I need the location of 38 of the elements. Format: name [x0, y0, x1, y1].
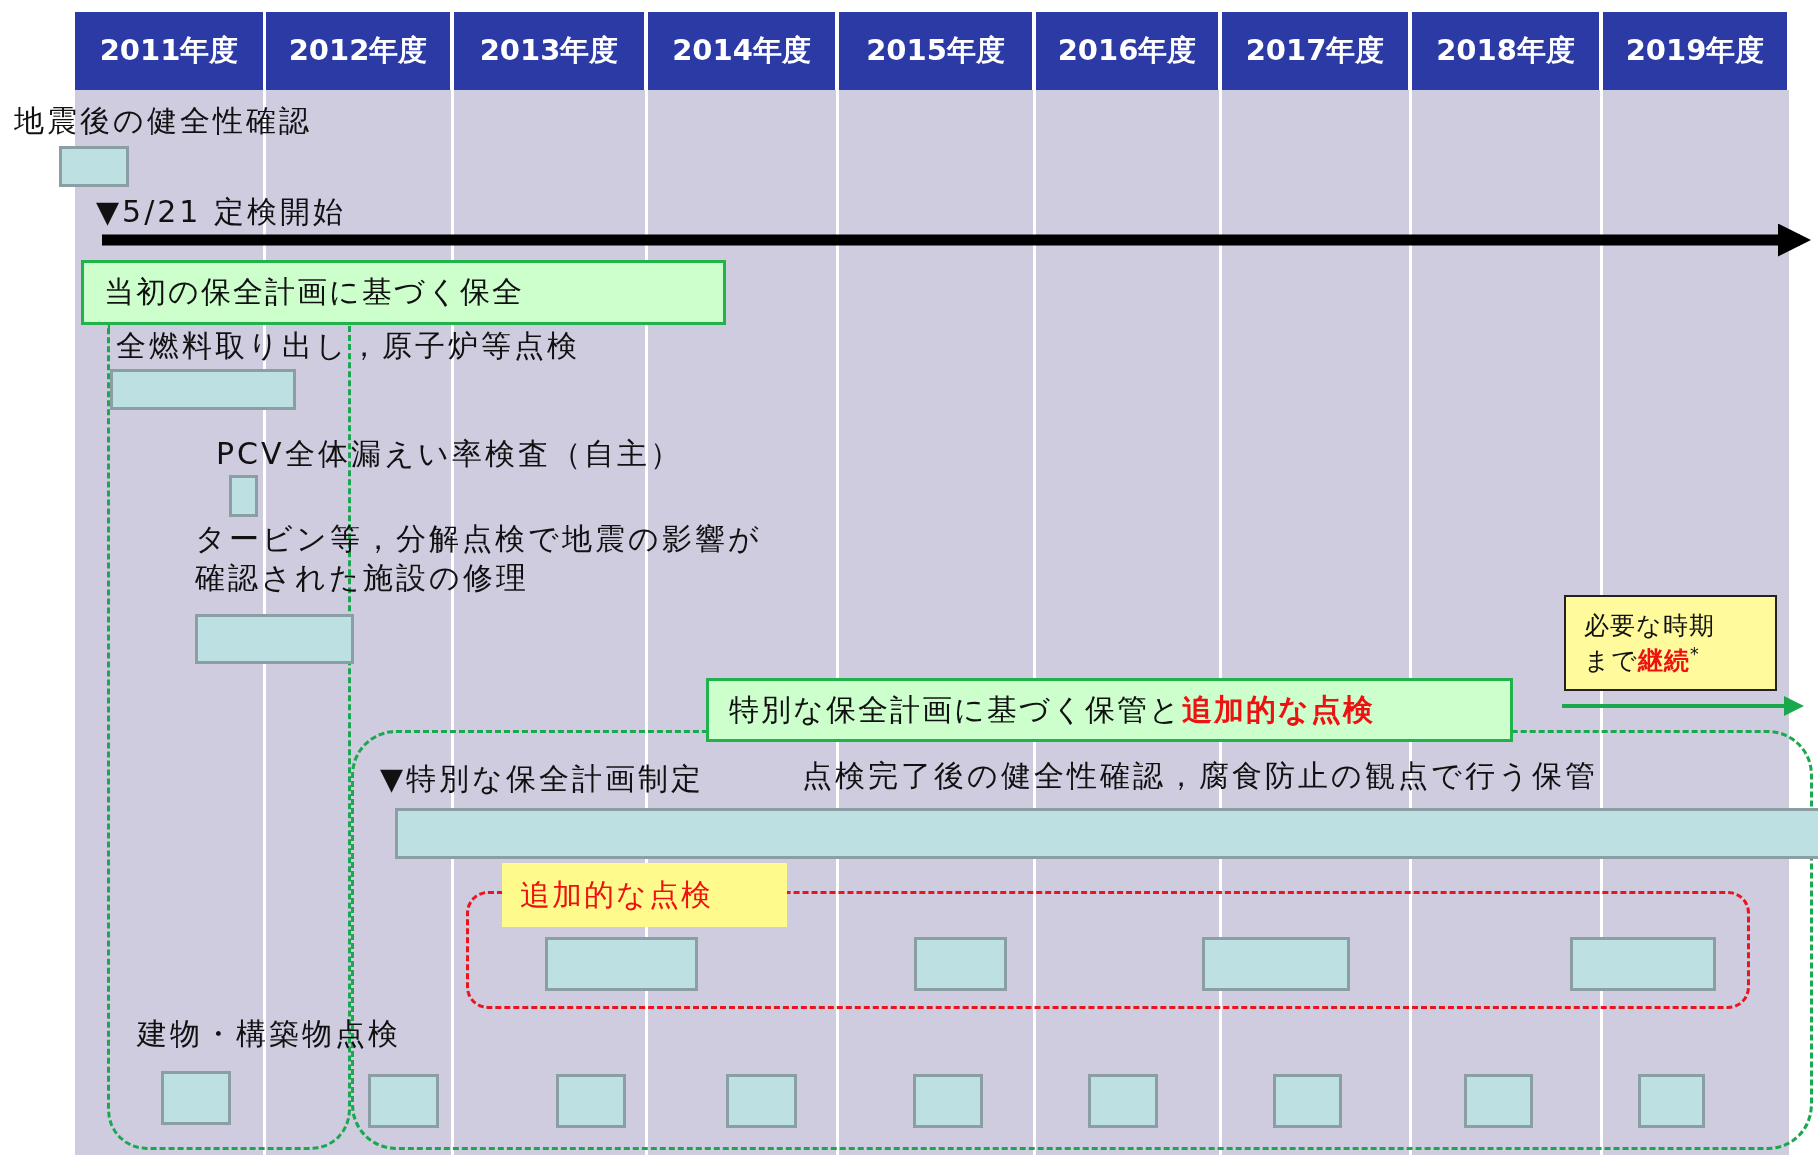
activity-label: タービン等，分解点検で地震の影響が確認された施設の修理: [195, 520, 763, 597]
year-header-cell: 2017年度: [1222, 12, 1408, 90]
schedule-bar: [1464, 1074, 1533, 1128]
schedule-bar: [726, 1074, 797, 1128]
schedule-bar: [395, 808, 1818, 859]
year-header-cell: 2016年度: [1036, 12, 1218, 90]
schedule-bar: [368, 1074, 439, 1128]
year-header-cell: 2015年度: [839, 12, 1032, 90]
tag-box: 追加的な点検: [502, 863, 787, 927]
year-header-cell: 2011年度: [75, 12, 263, 90]
schedule-bar: [913, 1074, 983, 1128]
schedule-bar: [110, 369, 296, 410]
year-header-cell: 2012年度: [266, 12, 450, 90]
phase-box: 特別な保全計画に基づく保管と追加的な点検: [706, 678, 1513, 742]
activity-label: ▼5/21 定検開始: [96, 193, 346, 231]
schedule-bar: [914, 937, 1007, 991]
schedule-bar: [545, 937, 698, 991]
year-header-cell: 2013年度: [454, 12, 644, 90]
schedule-bar: [195, 614, 354, 664]
activity-label: 地震後の健全性確認: [14, 102, 312, 140]
schedule-bar: [1570, 937, 1716, 991]
schedule-bar: [556, 1074, 626, 1128]
schedule-bar: [1273, 1074, 1342, 1128]
year-header-cell: 2018年度: [1412, 12, 1599, 90]
year-header-cell: 2019年度: [1603, 12, 1787, 90]
note-box: 必要な時期まで継続$^{*}$: [1564, 595, 1777, 691]
activity-label: ▼特別な保全計画制定: [380, 760, 705, 798]
phase-box: 当初の保全計画に基づく保全: [81, 260, 726, 325]
activity-label: PCV全体漏えい率検査（自主）: [216, 435, 683, 473]
schedule-bar: [59, 146, 129, 187]
activity-label: 点検完了後の健全性確認，腐食防止の観点で行う保管: [802, 757, 1598, 795]
schedule-bar: [1088, 1074, 1158, 1128]
year-header-cell: 2014年度: [648, 12, 835, 90]
schedule-bar: [161, 1071, 231, 1125]
schedule-bar: [229, 475, 258, 517]
schedule-bar: [1202, 937, 1350, 991]
activity-label: 全燃料取り出し，原子炉等点検: [116, 327, 580, 365]
schedule-bar: [1638, 1074, 1705, 1128]
